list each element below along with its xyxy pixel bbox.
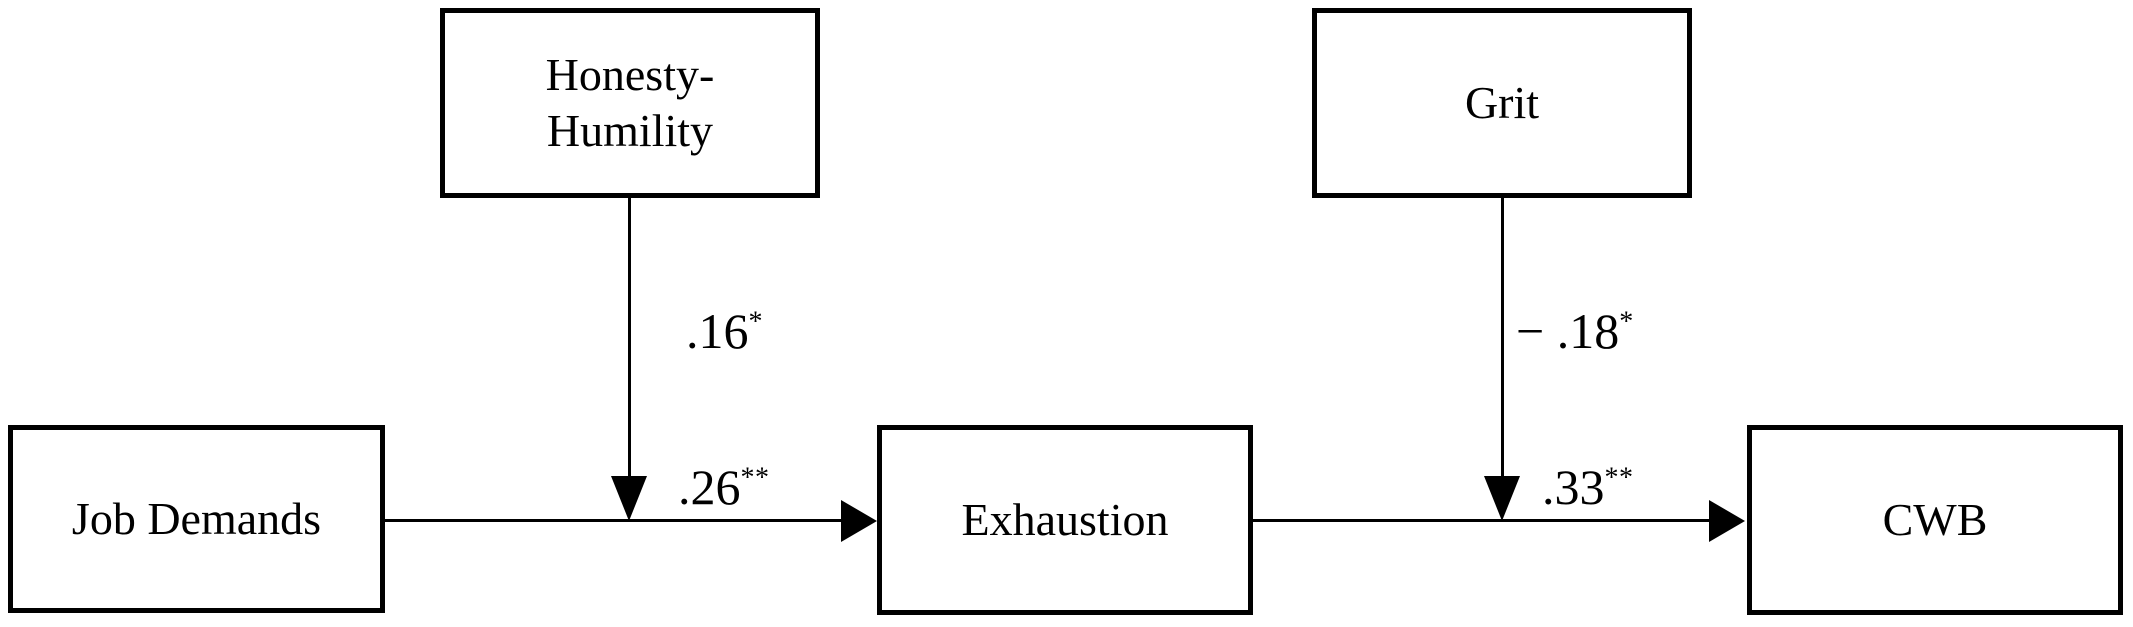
path-line-grit-moderation bbox=[1501, 198, 1504, 478]
node-grit-label: Grit bbox=[1464, 76, 1540, 128]
coefficient-value: − .18 bbox=[1516, 303, 1620, 359]
arrowhead-right-icon-job-demands-to-exhaustion bbox=[841, 500, 877, 542]
node-honesty-humility-label: Honesty- Humility bbox=[545, 48, 715, 156]
coefficient-value: .26 bbox=[678, 459, 741, 515]
significance-asterisks: * bbox=[748, 306, 764, 338]
node-exhaustion: Exhaustion bbox=[877, 425, 1253, 615]
arrowhead-down-icon-grit-moderation bbox=[1484, 476, 1520, 521]
path-coefficient-exhaustion-to-cwb: .33** bbox=[1542, 462, 1634, 512]
path-coefficient-grit-moderation: − .18* bbox=[1516, 306, 1634, 356]
arrowhead-down-icon-honesty-humility-moderation bbox=[611, 476, 647, 521]
node-job-demands-label: Job Demands bbox=[71, 492, 322, 544]
path-coefficient-honesty-humility-moderation: .16* bbox=[686, 306, 763, 356]
coefficient-value: .33 bbox=[1542, 459, 1605, 515]
path-coefficient-job-demands-to-exhaustion: .26** bbox=[678, 462, 770, 512]
significance-asterisks: * bbox=[1619, 306, 1634, 338]
arrowhead-right-icon-exhaustion-to-cwb bbox=[1709, 500, 1745, 542]
node-grit: Grit bbox=[1312, 8, 1692, 198]
node-honesty-humility: Honesty- Humility bbox=[440, 8, 820, 198]
coefficient-value: .16 bbox=[686, 303, 749, 359]
path-line-honesty-humility-moderation bbox=[628, 198, 631, 478]
path-line-exhaustion-to-cwb bbox=[1253, 519, 1709, 522]
node-exhaustion-label: Exhaustion bbox=[961, 493, 1169, 545]
node-cwb-label: CWB bbox=[1882, 493, 1988, 545]
significance-asterisks: ** bbox=[1604, 462, 1634, 494]
significance-asterisks: ** bbox=[740, 462, 770, 494]
node-job-demands: Job Demands bbox=[8, 425, 385, 613]
node-cwb: CWB bbox=[1747, 425, 2123, 615]
